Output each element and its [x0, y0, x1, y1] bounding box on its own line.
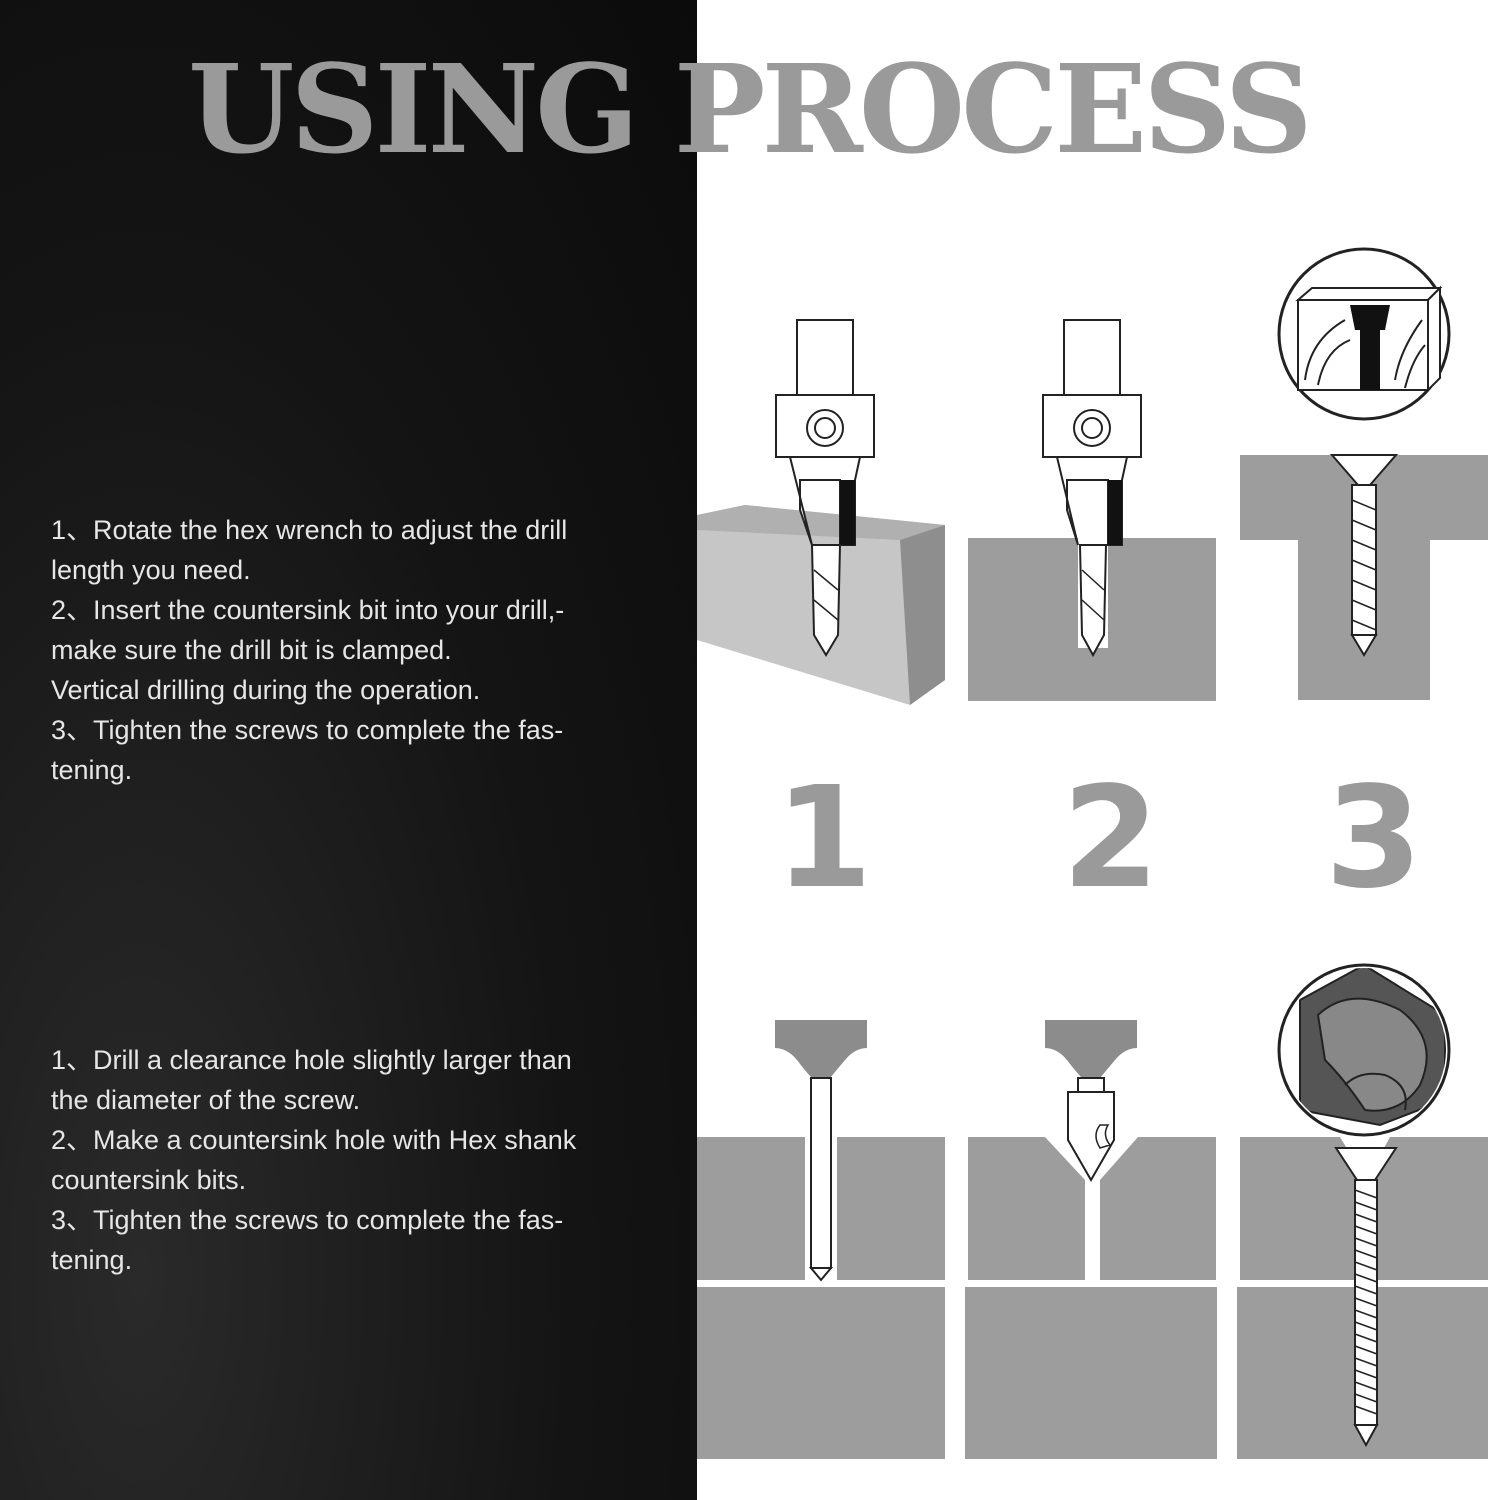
step-number-2: 2 [1062, 757, 1159, 920]
page-title: USING PROCESS [188, 37, 1313, 181]
instruction-line: length you need. [51, 555, 251, 585]
instruction-line: Vertical drilling during the operation. [51, 675, 481, 705]
top-step2-illustration [968, 319, 1216, 701]
instruction-line: tening. [51, 1245, 133, 1275]
instruction-line: the diameter of the screw. [51, 1085, 361, 1115]
top-step1-illustration [697, 319, 945, 705]
instructions-adjustable-countersink: 1、Rotate the hex wrench to adjust the dr… [51, 510, 651, 790]
step-number-3: 3 [1325, 757, 1422, 920]
instruction-line: tening. [51, 755, 133, 785]
instruction-line: 3、Tighten the screws to complete the fas… [51, 715, 564, 745]
instructions-hex-shank-countersink: 1、Drill a clearance hole slightly larger… [51, 1040, 651, 1280]
instruction-line: 1、Drill a clearance hole slightly larger… [51, 1045, 572, 1075]
instruction-line: 1、Rotate the hex wrench to adjust the dr… [51, 515, 568, 545]
bottom-step1-illustration [697, 1020, 945, 1459]
step-number-1: 1 [775, 757, 872, 920]
bottom-step2-illustration [965, 1020, 1217, 1459]
instruction-line: make sure the drill bit is clamped. [51, 635, 452, 665]
dark-background-panel [0, 0, 697, 1500]
bottom-step3-illustration [1237, 963, 1488, 1459]
instruction-line: 2、Make a countersink hole with Hex shank [51, 1125, 577, 1155]
instruction-line: 2、Insert the countersink bit into your d… [51, 595, 565, 625]
top-step3-illustration [1240, 247, 1488, 700]
instruction-line: 3、Tighten the screws to complete the fas… [51, 1205, 564, 1235]
instruction-line: countersink bits. [51, 1165, 247, 1195]
